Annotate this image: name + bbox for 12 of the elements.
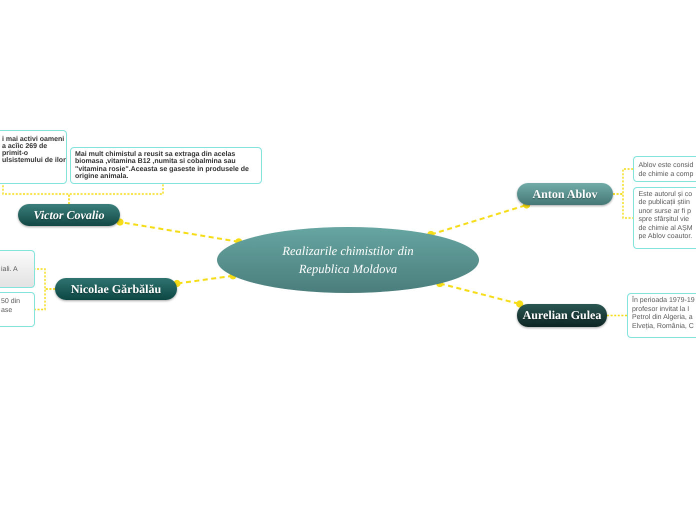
branch-line bbox=[613, 193, 633, 219]
connector-line bbox=[116, 218, 242, 246]
main-topic: Victor Covalio bbox=[18, 204, 120, 226]
connector-line bbox=[436, 280, 524, 308]
branch-line bbox=[68, 184, 164, 204]
main-topic: Nicolae Gărbălău bbox=[55, 278, 177, 300]
main-topic: Aurelian Gulea bbox=[517, 304, 607, 327]
connector-line bbox=[173, 272, 237, 288]
branch-line bbox=[35, 288, 55, 310]
branch-line bbox=[607, 314, 627, 316]
central-topic-title: Realizarile chimistilor din Republica Moldova bbox=[281, 243, 415, 278]
main-topic: Anton Ablov bbox=[517, 183, 613, 205]
